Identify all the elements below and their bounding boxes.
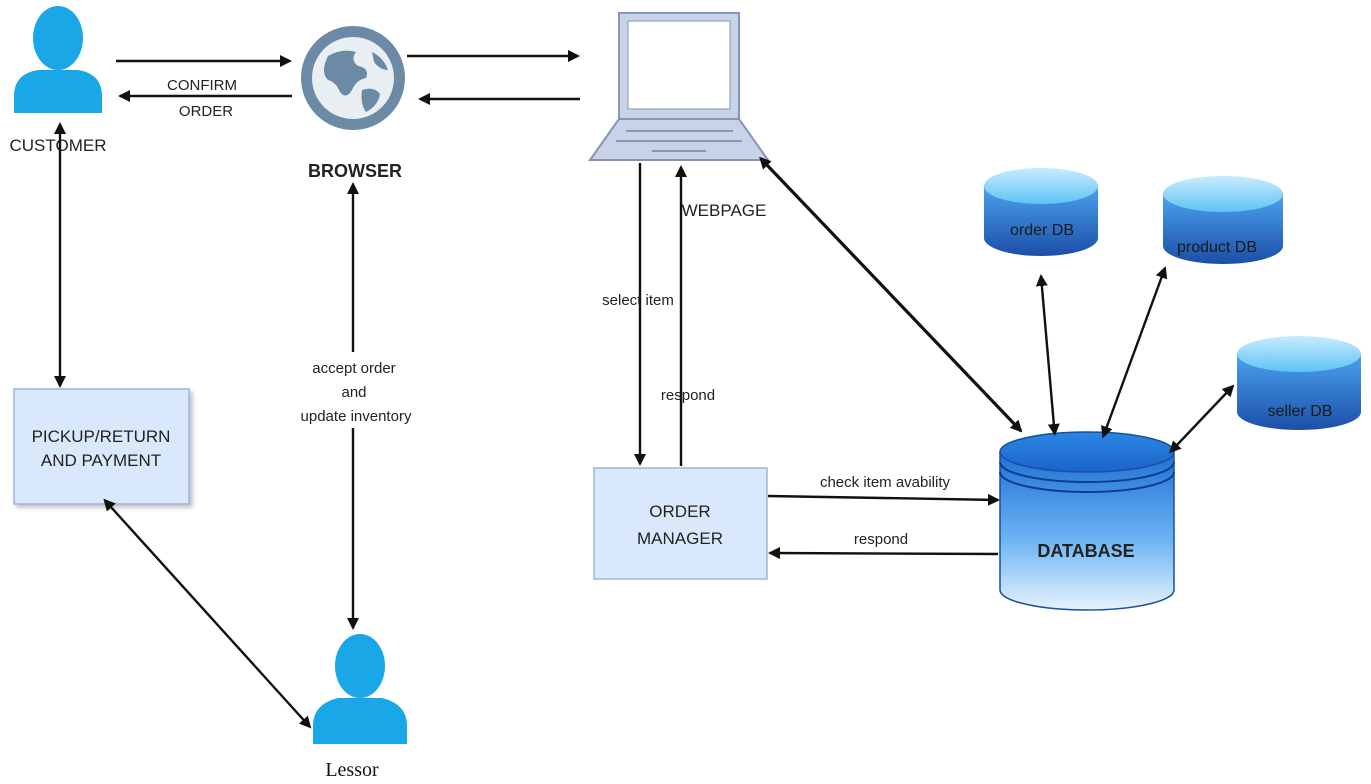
accept-order-line2: and xyxy=(341,384,366,401)
person-icon xyxy=(313,634,407,744)
webpage-label: WEBPAGE xyxy=(682,201,767,220)
browser-label: BROWSER xyxy=(308,161,402,181)
arrow-order-manager-to-database xyxy=(767,493,1000,506)
accept-order-line3: update inventory xyxy=(301,408,412,425)
select-item-label: select item xyxy=(602,292,674,309)
pickup-label-line2: AND PAYMENT xyxy=(41,451,161,470)
order-manager-line1: ORDER xyxy=(649,502,710,521)
lessor-node: Lessor xyxy=(313,634,407,781)
laptop-icon xyxy=(588,12,770,161)
globe-icon xyxy=(301,26,405,130)
accept-order-line1: accept order xyxy=(312,360,395,377)
arrow-database-seller-db xyxy=(1169,384,1235,454)
webpage-node: WEBPAGE xyxy=(588,12,770,220)
check-item-label: check item avability xyxy=(820,474,951,491)
arrow-webpage-database xyxy=(759,156,1023,433)
confirm-order-line1: CONFIRM xyxy=(167,77,237,94)
pickup-return-payment-box: PICKUP/RETURN AND PAYMENT xyxy=(13,388,190,505)
customer-label: CUSTOMER xyxy=(10,136,107,155)
arrow-database-order-db xyxy=(1035,274,1060,436)
customer-node: CUSTOMER xyxy=(10,6,107,155)
seller-db-cylinder: seller DB xyxy=(1237,336,1361,430)
order-manager-box: ORDER MANAGER xyxy=(593,467,768,580)
product-db-label: product DB xyxy=(1177,239,1257,256)
respond-db-label: respond xyxy=(854,531,908,548)
lessor-label: Lessor xyxy=(325,759,379,781)
edges: CONFIRM ORDER accept order and update in… xyxy=(54,50,1235,729)
order-db-cylinder: order DB xyxy=(984,168,1098,256)
arrow-pickup-lessor xyxy=(103,498,312,729)
order-db-label: order DB xyxy=(1010,222,1074,239)
database-label: DATABASE xyxy=(1037,541,1134,561)
order-manager-line2: MANAGER xyxy=(637,529,723,548)
pickup-label-line1: PICKUP/RETURN xyxy=(32,427,171,446)
product-db-cylinder: product DB xyxy=(1163,176,1283,264)
arrow-database-to-order-manager xyxy=(768,547,999,560)
seller-db-label: seller DB xyxy=(1268,403,1333,420)
confirm-order-line2: ORDER xyxy=(179,103,233,120)
database-cylinder: DATABASE xyxy=(999,431,1175,611)
person-icon xyxy=(14,6,102,113)
respond-webpage-label: respond xyxy=(661,387,715,404)
browser-node: BROWSER xyxy=(301,26,405,181)
arrow-database-product-db xyxy=(1101,266,1168,439)
